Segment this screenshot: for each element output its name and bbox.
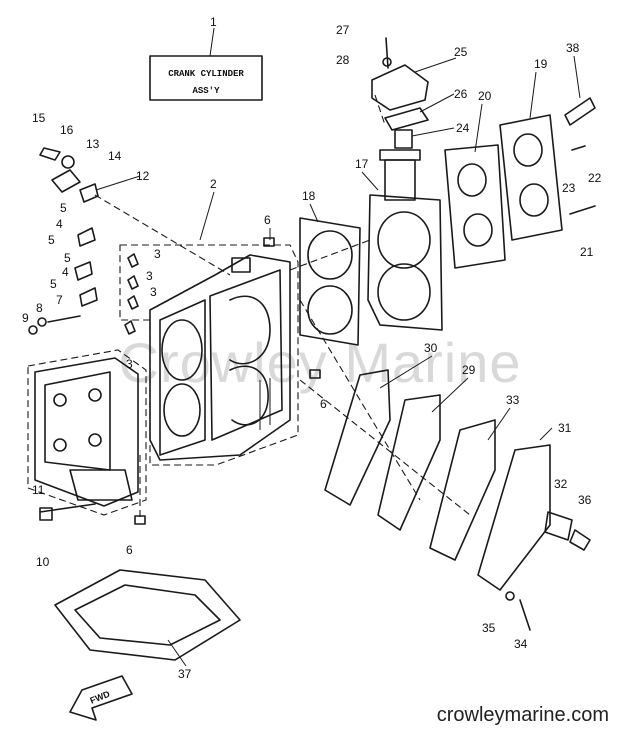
callout-35: 35: [482, 621, 496, 635]
callout-12: 12: [136, 169, 150, 183]
callout-3d: 3: [126, 357, 133, 371]
exhaust-plates: [324, 369, 591, 631]
callout-28: 28: [336, 53, 350, 67]
callout-24: 24: [456, 121, 470, 135]
callout-3b: 3: [146, 269, 153, 283]
crankcase-block: [119, 244, 299, 466]
callout-15: 15: [32, 111, 46, 125]
callout-9: 9: [22, 311, 29, 325]
bottom-gasket: [54, 569, 241, 661]
callout-6a: 6: [264, 213, 271, 227]
callout-18: 18: [302, 189, 316, 203]
callout-10: 10: [36, 555, 50, 569]
title-line-2: ASS'Y: [192, 86, 220, 96]
callout-19: 19: [534, 57, 548, 71]
leader-lines: [94, 94, 471, 520]
callout-4b: 4: [62, 265, 69, 279]
callout-5b: 5: [48, 233, 55, 247]
callout-20: 20: [478, 89, 492, 103]
callout-3a: 3: [154, 247, 161, 261]
callout-leaders: [95, 55, 581, 667]
callout-13: 13: [86, 137, 100, 151]
callout-37: 37: [178, 667, 192, 681]
callout-16: 16: [60, 123, 74, 137]
callout-5a: 5: [60, 201, 67, 215]
callout-8: 8: [36, 301, 43, 315]
callout-36: 36: [578, 493, 592, 507]
callout-7: 7: [56, 293, 63, 307]
callout-30: 30: [424, 341, 438, 355]
exhaust-cover-19: [499, 97, 596, 241]
cylinder-head: [367, 149, 443, 331]
crankcase-lower: [27, 349, 147, 516]
callout-25: 25: [454, 45, 468, 59]
callout-2: 2: [210, 177, 217, 191]
callout-6b: 6: [320, 397, 327, 411]
callout-17: 17: [355, 157, 369, 171]
callout-numbers: 1 2 3 3 3 3 4 4 5 5 5 5 6 6 6 7 8 9 10 1…: [22, 15, 602, 681]
callout-32: 32: [554, 477, 568, 491]
exhaust-gasket-20: [444, 144, 506, 269]
callout-6c: 6: [126, 543, 133, 557]
callout-11: 11: [32, 483, 45, 497]
title-box: CRANK CYLINDER ASS'Y: [149, 27, 263, 101]
fwd-arrow: FWD: [69, 675, 133, 721]
callout-26: 26: [454, 87, 468, 101]
callout-33: 33: [506, 393, 520, 407]
callout-3c: 3: [150, 285, 157, 299]
thermostat-assembly: [371, 37, 429, 149]
callout-34: 34: [514, 637, 528, 651]
small-fasteners-left: [28, 147, 321, 525]
callout-23: 23: [562, 181, 576, 195]
callout-4a: 4: [56, 217, 63, 231]
callout-14: 14: [108, 149, 122, 163]
callout-22: 22: [588, 171, 602, 185]
callout-1: 1: [210, 15, 217, 29]
title-line-1: CRANK CYLINDER: [168, 69, 244, 79]
callout-27: 27: [336, 23, 350, 37]
callout-5c: 5: [64, 251, 71, 265]
callout-21: 21: [580, 245, 594, 259]
site-url: crowleymarine.com: [436, 704, 609, 726]
callout-29: 29: [462, 363, 476, 377]
head-gasket: [299, 217, 361, 346]
callout-5d: 5: [50, 277, 57, 291]
callout-31: 31: [558, 421, 572, 435]
callout-38: 38: [566, 41, 580, 55]
